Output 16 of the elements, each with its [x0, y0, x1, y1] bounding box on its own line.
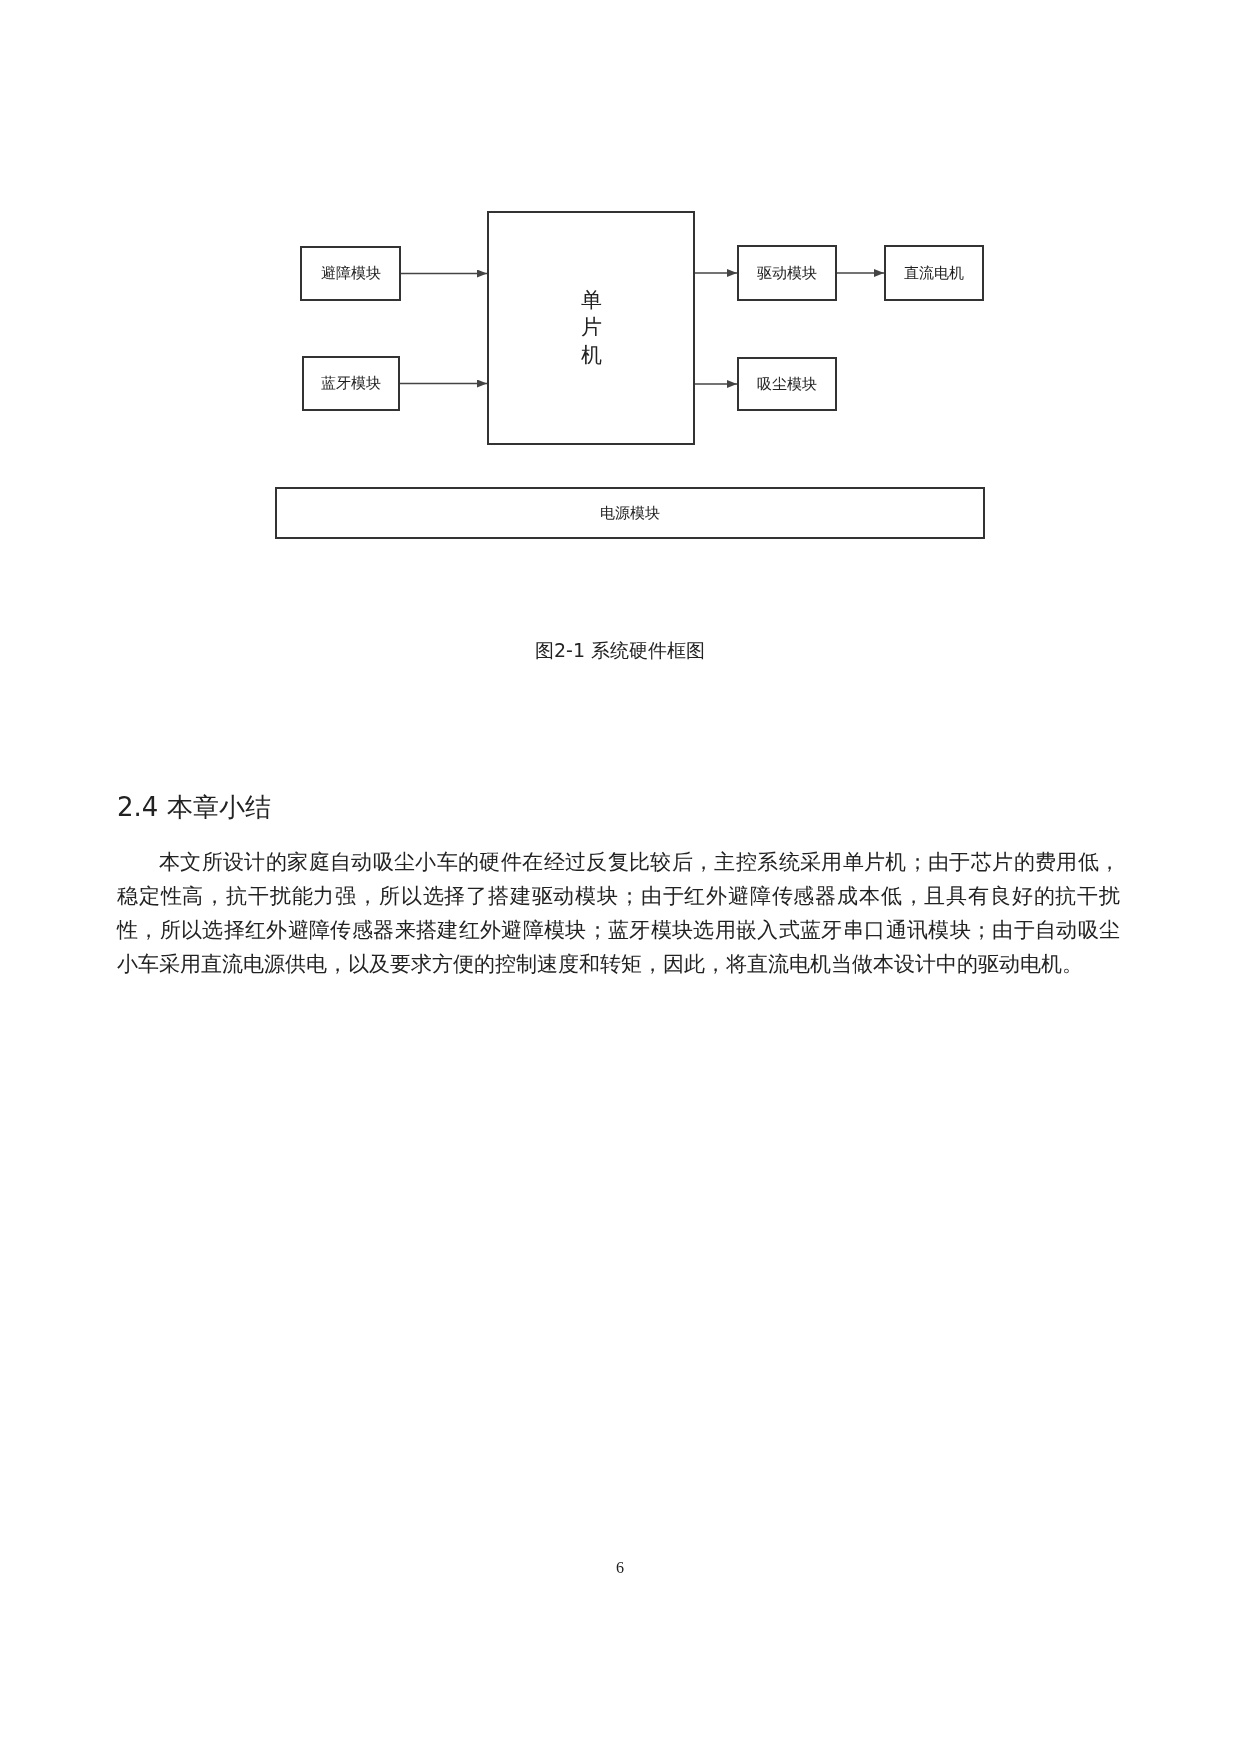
arrow — [836, 269, 885, 277]
module-box: 驱动模块 — [737, 245, 837, 301]
module-box: 蓝牙模块 — [302, 356, 400, 411]
figure-caption: 图2-1 系统硬件框图 — [533, 638, 707, 663]
arrow — [694, 269, 738, 277]
power-bar: 电源模块 — [275, 487, 985, 539]
page-number: 6 — [615, 1559, 625, 1577]
arrow — [399, 379, 488, 388]
module-box: 直流电机 — [884, 245, 984, 301]
arrow — [694, 380, 738, 388]
arrow — [400, 269, 488, 278]
controller-box: 单片机 — [487, 211, 695, 445]
module-box: 吸尘模块 — [737, 357, 837, 411]
module-box: 避障模块 — [300, 246, 401, 301]
body-paragraph: 本文所设计的家庭自动吸尘小车的硬件在经过反复比较后，主控系统采用单片机；由于芯片的费用低，稳定性高，抗干扰能力强，所以选择了搭建驱动模块；由于红外避障传感器成本低，且具有良好的抗干扰性，所以选择红外避障传感器来搭建红外避障模块；蓝牙模块选用嵌入式蓝牙串口通讯模块；由于自动吸尘小车采用直流电源供电，以及要求方便的控制速度和转矩，因此，将直流电机当做本设计中的驱动电机。 — [117, 849, 1120, 978]
section-heading: 2.4 本章小结 — [117, 791, 271, 824]
